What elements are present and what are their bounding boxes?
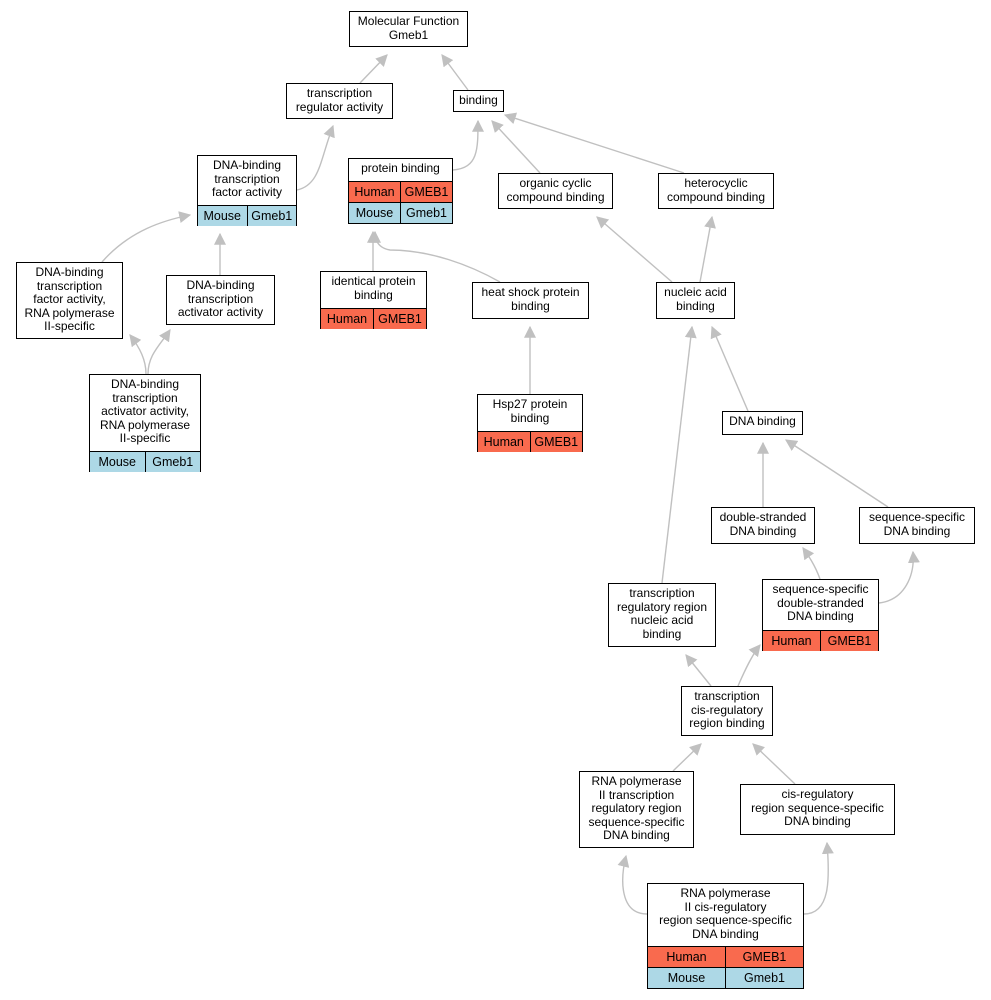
node-label: sequence-specific double-stranded DNA bi…	[772, 582, 869, 623]
node-label: organic cyclic compound binding	[506, 176, 605, 204]
node-label: DNA binding	[729, 414, 796, 428]
edge-bind-mf	[441, 54, 469, 91]
node-label: identical protein binding	[331, 274, 416, 302]
edge-dbtf-tra	[296, 124, 335, 191]
species-cell: Human	[349, 182, 400, 202]
edge-nab-hcb	[699, 215, 716, 283]
edge-ssdsdb-ssdb	[878, 550, 920, 604]
node-label: double-stranded DNA binding	[719, 510, 807, 538]
species-row-mouse: Mouse Gmeb1	[648, 967, 803, 988]
node-heat-shock-protein-binding[interactable]: heat shock protein binding	[472, 282, 589, 319]
species-cell: Human	[648, 947, 725, 967]
gene-cell: GMEB1	[529, 432, 582, 452]
species-row-human: Human GMEB1	[321, 308, 426, 329]
node-label: nucleic acid binding	[664, 285, 727, 313]
species-row-human: Human GMEB1	[648, 946, 803, 967]
node-label: transcription regulatory region nucleic …	[616, 586, 708, 641]
node-label: heat shock protein binding	[481, 285, 580, 313]
edge-rnap2cr-crssdb	[803, 841, 834, 915]
node-rna-polymerase-ii-cis-regulatory-region-binding[interactable]: RNA polymerase II cis-regulatory region …	[647, 883, 804, 989]
node-label: DNA-binding transcription activator acti…	[99, 377, 191, 445]
node-label: DNA-binding transcription activator acti…	[177, 278, 264, 319]
node-heterocyclic-compound-binding[interactable]: heterocyclic compound binding	[658, 173, 774, 209]
edge-nab-ocb	[596, 216, 673, 283]
node-label: cis-regulatory region sequence-specific …	[751, 787, 884, 828]
gene-cell: Gmeb1	[246, 206, 296, 226]
node-label: RNA polymerase II transcription regulato…	[588, 774, 685, 842]
species-cell: Human	[763, 631, 820, 651]
node-label: protein binding	[361, 161, 440, 175]
gene-cell: Gmeb1	[144, 452, 200, 472]
edge-rnap2-tcrb	[672, 743, 702, 772]
node-label: transcription regulator activity	[295, 86, 384, 114]
species-cell: Mouse	[198, 206, 247, 226]
edge-dbtf2-dbtf	[101, 211, 192, 263]
edge-ocb-bind	[491, 120, 541, 174]
species-row-mouse: Mouse Gmeb1	[90, 451, 200, 472]
node-label: Molecular Function Gmeb1	[357, 14, 460, 42]
node-dna-binding-transcription-activator-activity[interactable]: DNA-binding transcription activator acti…	[166, 275, 275, 325]
species-row-human: Human GMEB1	[763, 630, 878, 651]
node-label: heterocyclic compound binding	[666, 176, 766, 204]
node-rna-polymerase-ii-transcription-regulatory-region-binding[interactable]: RNA polymerase II transcription regulato…	[579, 771, 694, 848]
species-cell: Human	[478, 432, 530, 452]
node-label: Hsp27 protein binding	[492, 397, 568, 425]
edge-pb-bind	[452, 119, 484, 171]
gene-cell: GMEB1	[820, 631, 878, 651]
edge-hcb-bind	[503, 112, 685, 174]
node-transcription-regulator-activity[interactable]: transcription regulator activity	[286, 83, 393, 119]
species-row-mouse: Mouse Gmeb1	[198, 205, 296, 226]
gene-cell: Gmeb1	[725, 968, 803, 988]
node-protein-binding[interactable]: protein binding Human GMEB1 Mouse Gmeb1	[348, 158, 453, 224]
edge-dnab-nab	[710, 325, 749, 412]
edge-dbta2-dbtf2	[129, 334, 147, 375]
gene-cell: GMEB1	[725, 947, 803, 967]
edge-tcrb-trrnab	[685, 654, 712, 687]
edge-rnap2cr-rnap2	[617, 854, 648, 915]
node-molecular-function[interactable]: Molecular Function Gmeb1	[349, 11, 468, 47]
node-cis-regulatory-region-sequence-specific-dna-binding[interactable]: cis-regulatory region sequence-specific …	[740, 784, 895, 835]
node-label: sequence-specific DNA binding	[868, 510, 966, 538]
species-cell: Mouse	[648, 968, 725, 988]
node-sequence-specific-dna-binding[interactable]: sequence-specific DNA binding	[859, 507, 975, 544]
edge-ssdb-dnab	[784, 439, 889, 508]
edge-hspb-pb	[369, 230, 501, 283]
edge-ssdsdb-dsdb	[802, 547, 821, 580]
edge-trrnab-nab	[661, 325, 697, 584]
edge-tcrb-ssdsdb	[737, 644, 761, 687]
node-label: binding	[459, 93, 498, 107]
gene-cell: GMEB1	[400, 182, 452, 202]
species-row-human: Human GMEB1	[478, 431, 582, 452]
edge-crssdb-tcrb	[752, 743, 796, 785]
node-dna-binding-transcription-activator-activity-rnap2[interactable]: DNA-binding transcription activator acti…	[89, 374, 201, 472]
species-row-mouse: Mouse Gmeb1	[349, 202, 452, 223]
node-organic-cyclic-compound-binding[interactable]: organic cyclic compound binding	[498, 173, 613, 209]
node-dna-binding-transcription-factor-activity[interactable]: DNA-binding transcription factor activit…	[197, 155, 297, 226]
node-transcription-cis-regulatory-region-binding[interactable]: transcription cis-regulatory region bind…	[681, 686, 773, 736]
edge-dbta2-dbta	[147, 329, 171, 375]
node-label: DNA-binding transcription factor activit…	[211, 158, 283, 199]
species-cell: Human	[321, 309, 373, 329]
species-cell: Mouse	[349, 203, 400, 223]
edge-tra-mf	[359, 54, 388, 84]
gene-cell: Gmeb1	[400, 203, 452, 223]
node-sequence-specific-double-stranded-dna-binding[interactable]: sequence-specific double-stranded DNA bi…	[762, 579, 879, 651]
species-row-human: Human GMEB1	[349, 181, 452, 202]
node-double-stranded-dna-binding[interactable]: double-stranded DNA binding	[711, 507, 815, 544]
gene-cell: GMEB1	[373, 309, 426, 329]
node-identical-protein-binding[interactable]: identical protein binding Human GMEB1	[320, 271, 427, 329]
node-binding[interactable]: binding	[453, 90, 504, 112]
node-nucleic-acid-binding[interactable]: nucleic acid binding	[656, 282, 735, 319]
node-transcription-regulatory-region-nucleic-acid-binding[interactable]: transcription regulatory region nucleic …	[608, 583, 716, 647]
node-dna-binding[interactable]: DNA binding	[722, 411, 803, 435]
species-cell: Mouse	[90, 452, 145, 472]
node-dna-binding-transcription-factor-activity-rnap2[interactable]: DNA-binding transcription factor activit…	[16, 262, 123, 339]
node-label: RNA polymerase II cis-regulatory region …	[659, 886, 792, 941]
node-label: DNA-binding transcription factor activit…	[24, 265, 115, 333]
node-label: transcription cis-regulatory region bind…	[689, 689, 765, 730]
node-hsp27-protein-binding[interactable]: Hsp27 protein binding Human GMEB1	[477, 394, 583, 452]
